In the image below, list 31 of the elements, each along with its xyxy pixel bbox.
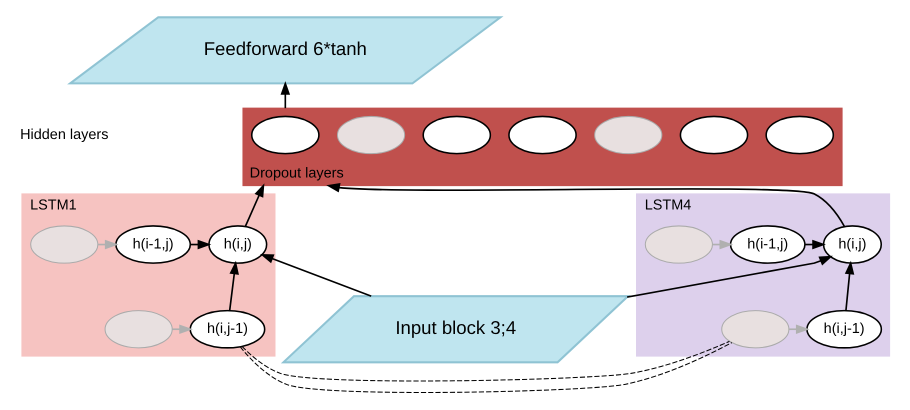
arrow (712, 240, 733, 250)
arrow (97, 240, 118, 250)
node-circle (422, 116, 491, 154)
label: Hidden layers (20, 126, 108, 143)
cluster: Dropout layers (242, 108, 842, 186)
node-circle (594, 116, 662, 154)
node-ellipse: h(i,j) (822, 225, 882, 264)
node-circle (679, 116, 748, 154)
connector (239, 340, 732, 393)
arrow (804, 240, 826, 250)
node-ellipse: h(i-1,j) (114, 225, 191, 264)
node-circle (720, 310, 789, 348)
arrow (244, 183, 264, 227)
arrow (280, 81, 290, 108)
arrow (844, 260, 854, 310)
arrow (326, 183, 845, 227)
node-ellipse: h(i-1,j) (729, 225, 806, 264)
node-ellipse: h(i,j) (208, 225, 267, 264)
arrow (228, 260, 238, 310)
arrow (190, 240, 211, 250)
node-circle (250, 116, 320, 154)
node-circle (104, 310, 172, 348)
node-circle (30, 225, 98, 264)
node-ellipse: h(i,j-1) (806, 310, 882, 349)
node-ellipse: h(i,j-1) (189, 310, 265, 349)
arrow (260, 254, 371, 297)
node-circle (336, 116, 405, 154)
arrow (626, 256, 832, 298)
node-circle (508, 116, 576, 154)
node-circle (644, 225, 712, 264)
node-circle (764, 116, 834, 154)
